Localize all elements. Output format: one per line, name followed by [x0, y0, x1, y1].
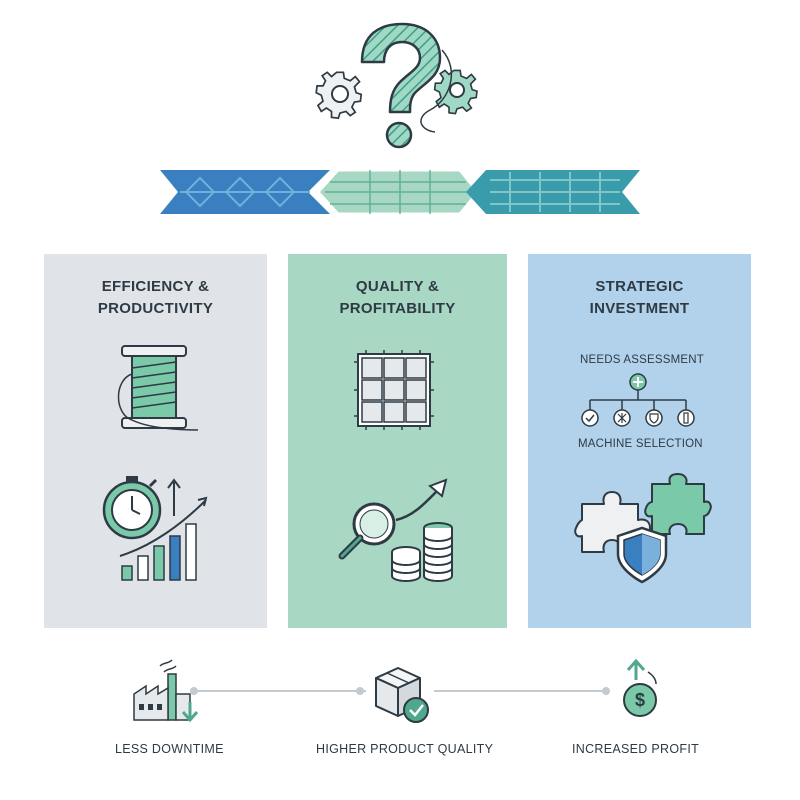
dollar-growth-icon: $ — [623, 658, 657, 717]
panel-title-line2: INVESTMENT — [589, 300, 690, 317]
question-gears-icon — [315, 22, 478, 149]
magnifier-coins-icon — [338, 478, 453, 582]
svg-text:$: $ — [635, 690, 645, 710]
fabric-grid-icon — [354, 350, 434, 430]
thread-spool-icon — [117, 345, 199, 431]
panel-strategic: STRATEGIC INVESTMENT NEEDS ASSESSMENT MA… — [528, 254, 751, 628]
panel-title: STRATEGIC INVESTMENT — [528, 276, 751, 320]
panel-title-line2: PRODUCTIVITY — [97, 300, 214, 317]
decision-tree-icon — [581, 373, 695, 427]
panel-quality: QUALITY & PROFITABILITY — [288, 254, 507, 628]
factory-icon — [133, 659, 199, 723]
puzzle-shield-icon — [574, 473, 712, 584]
panel-title-line1: STRATEGIC — [595, 278, 684, 295]
outcome-higher-product-quality: HIGHER PRODUCT QUALITY — [316, 742, 494, 756]
panel-title: EFFICIENCY & PRODUCTIVITY — [44, 276, 267, 320]
panel-efficiency: EFFICIENCY & PRODUCTIVITY — [44, 254, 267, 628]
pattern-banner — [160, 168, 640, 216]
machine-selection-label: MACHINE SELECTION — [578, 438, 703, 450]
outcome-connector — [190, 687, 610, 695]
panel-title-line1: EFFICIENCY & — [101, 278, 210, 295]
outcome-less-downtime: LESS DOWNTIME — [115, 742, 224, 756]
panel-title-line1: QUALITY & — [355, 278, 440, 295]
outcome-increased-profit: INCREASED PROFIT — [572, 742, 700, 756]
panel-title: QUALITY & PROFITABILITY — [288, 276, 507, 320]
box-check-icon — [375, 667, 429, 723]
needs-assessment-label: NEEDS ASSESSMENT — [580, 354, 704, 366]
stopwatch-growth-icon — [102, 476, 208, 581]
panel-title-line2: PROFITABILITY — [339, 300, 456, 317]
